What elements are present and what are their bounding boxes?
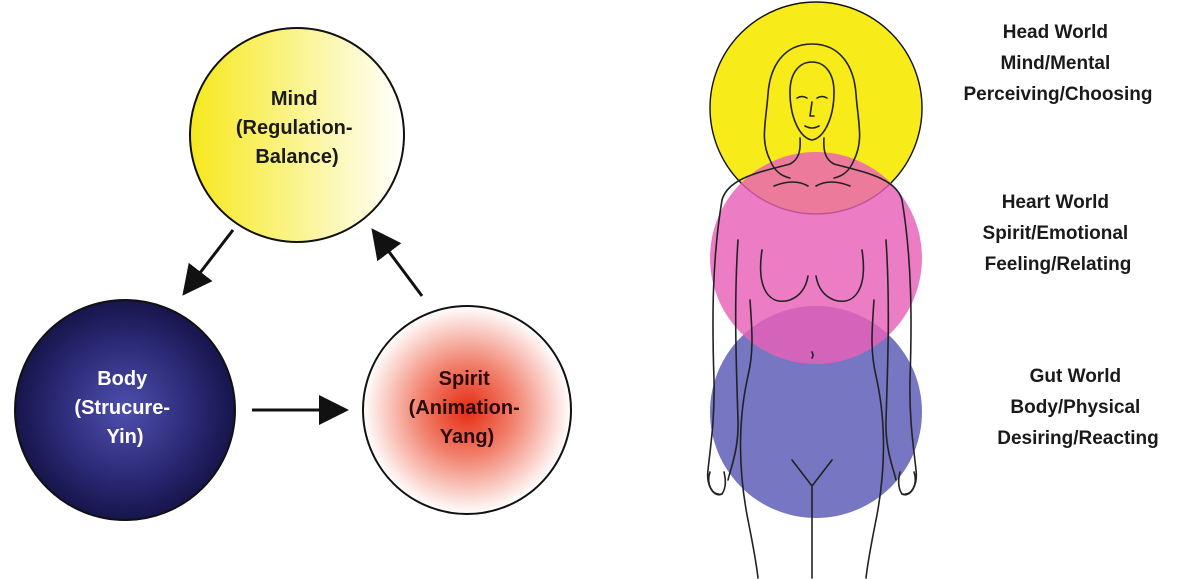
arrow-mind-to-body <box>186 230 233 291</box>
world-circles <box>710 2 922 518</box>
mind-circle: Mind (Regulation- Balance) <box>190 28 404 242</box>
spirit-circle: Spirit (Animation- Yang) <box>363 306 571 514</box>
arrow-spirit-to-mind <box>375 233 422 296</box>
body-circle: Body (Strucure- Yin) <box>15 300 235 520</box>
heart-world-label: Heart World Spirit/Emotional Feeling/Rel… <box>983 192 1134 275</box>
head-world-label: Head World Mind/Mental Perceiving/Choosi… <box>964 22 1153 105</box>
gut-world-label: Gut World Body/Physical Desiring/Reactin… <box>997 366 1159 449</box>
